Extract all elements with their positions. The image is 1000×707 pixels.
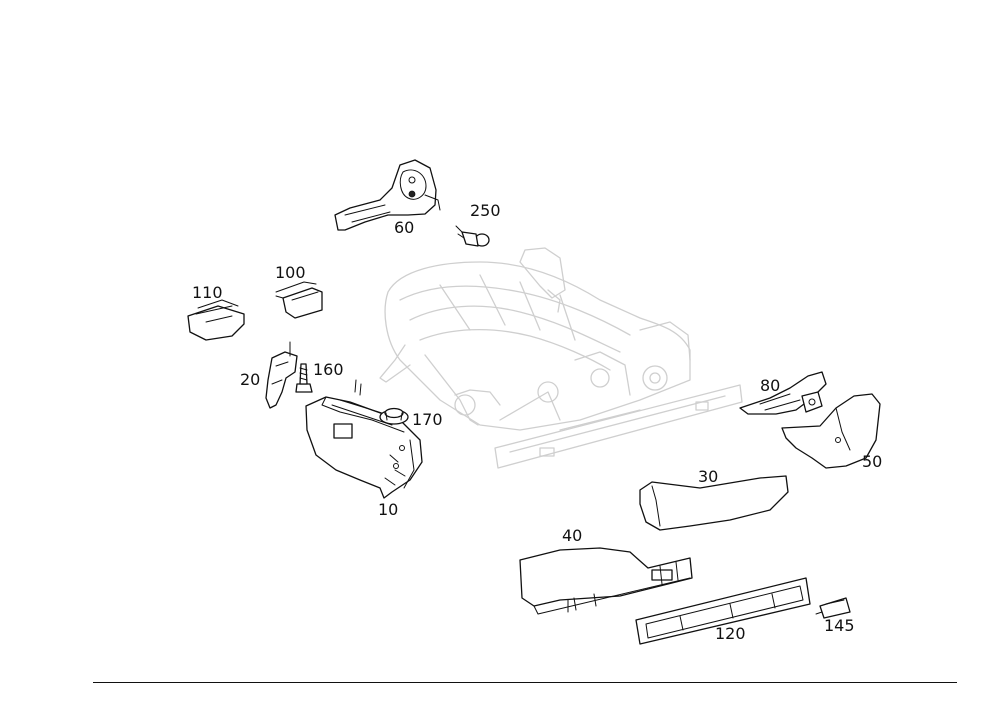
callout-50: 50 [862, 452, 883, 471]
part-160-screw [295, 363, 313, 393]
callout-100: 100 [275, 263, 306, 282]
part-110-cover-cap [187, 299, 245, 341]
part-100-clip [275, 281, 323, 319]
part-50-side-panel [781, 393, 881, 469]
callout-10: 10 [378, 500, 399, 519]
callout-30: 30 [698, 467, 719, 486]
part-30-cover-strip [639, 475, 789, 531]
callout-250: 250 [470, 201, 501, 220]
callout-80: 80 [760, 376, 781, 395]
callout-20: 20 [240, 370, 261, 389]
callout-60: 60 [394, 218, 415, 237]
part-145-small-clip [815, 597, 851, 619]
callout-160: 160 [313, 360, 344, 379]
part-80-trim-piece [739, 371, 827, 415]
callout-40: 40 [562, 526, 583, 545]
callout-110: 110 [192, 283, 223, 302]
part-250-push-pin [455, 225, 490, 247]
seat-frame-ghost [379, 247, 743, 469]
part-170-clip-nut [379, 407, 409, 425]
part-10-side-cover [305, 379, 423, 499]
footer-rule [93, 682, 957, 683]
part-20-bracket [265, 341, 298, 409]
part-60-recliner-fitting [334, 159, 441, 231]
callout-120: 120 [715, 624, 746, 643]
callout-145: 145 [824, 616, 855, 635]
part-120-frame-panel [635, 577, 811, 645]
part-40-lower-cover [519, 547, 693, 615]
callout-170: 170 [412, 410, 443, 429]
